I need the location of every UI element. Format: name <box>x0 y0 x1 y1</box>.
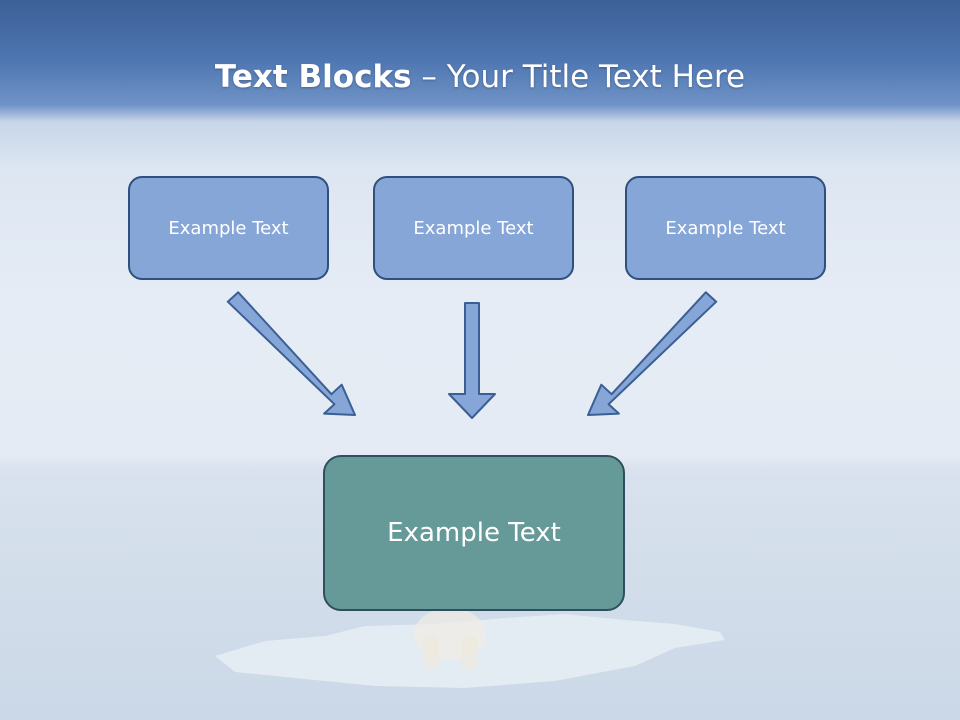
main-text-block-label: Example Text <box>387 518 561 548</box>
text-block-2-label: Example Text <box>413 217 534 239</box>
text-block-1-label: Example Text <box>168 217 289 239</box>
text-block-1: Example Text <box>128 176 329 280</box>
arrow-right-icon <box>587 291 718 416</box>
main-text-block: Example Text <box>323 455 625 611</box>
text-block-3-label: Example Text <box>665 217 786 239</box>
title-rest: – Your Title Text Here <box>411 59 746 95</box>
text-block-2: Example Text <box>373 176 574 280</box>
text-block-3: Example Text <box>625 176 826 280</box>
title-bold: Text Blocks <box>214 59 412 95</box>
arrow-left-icon <box>226 291 356 416</box>
slide-title: Text Blocks – Your Title Text Here <box>0 52 960 102</box>
ice-floe-image <box>205 606 730 698</box>
arrow-center-icon <box>448 302 496 419</box>
